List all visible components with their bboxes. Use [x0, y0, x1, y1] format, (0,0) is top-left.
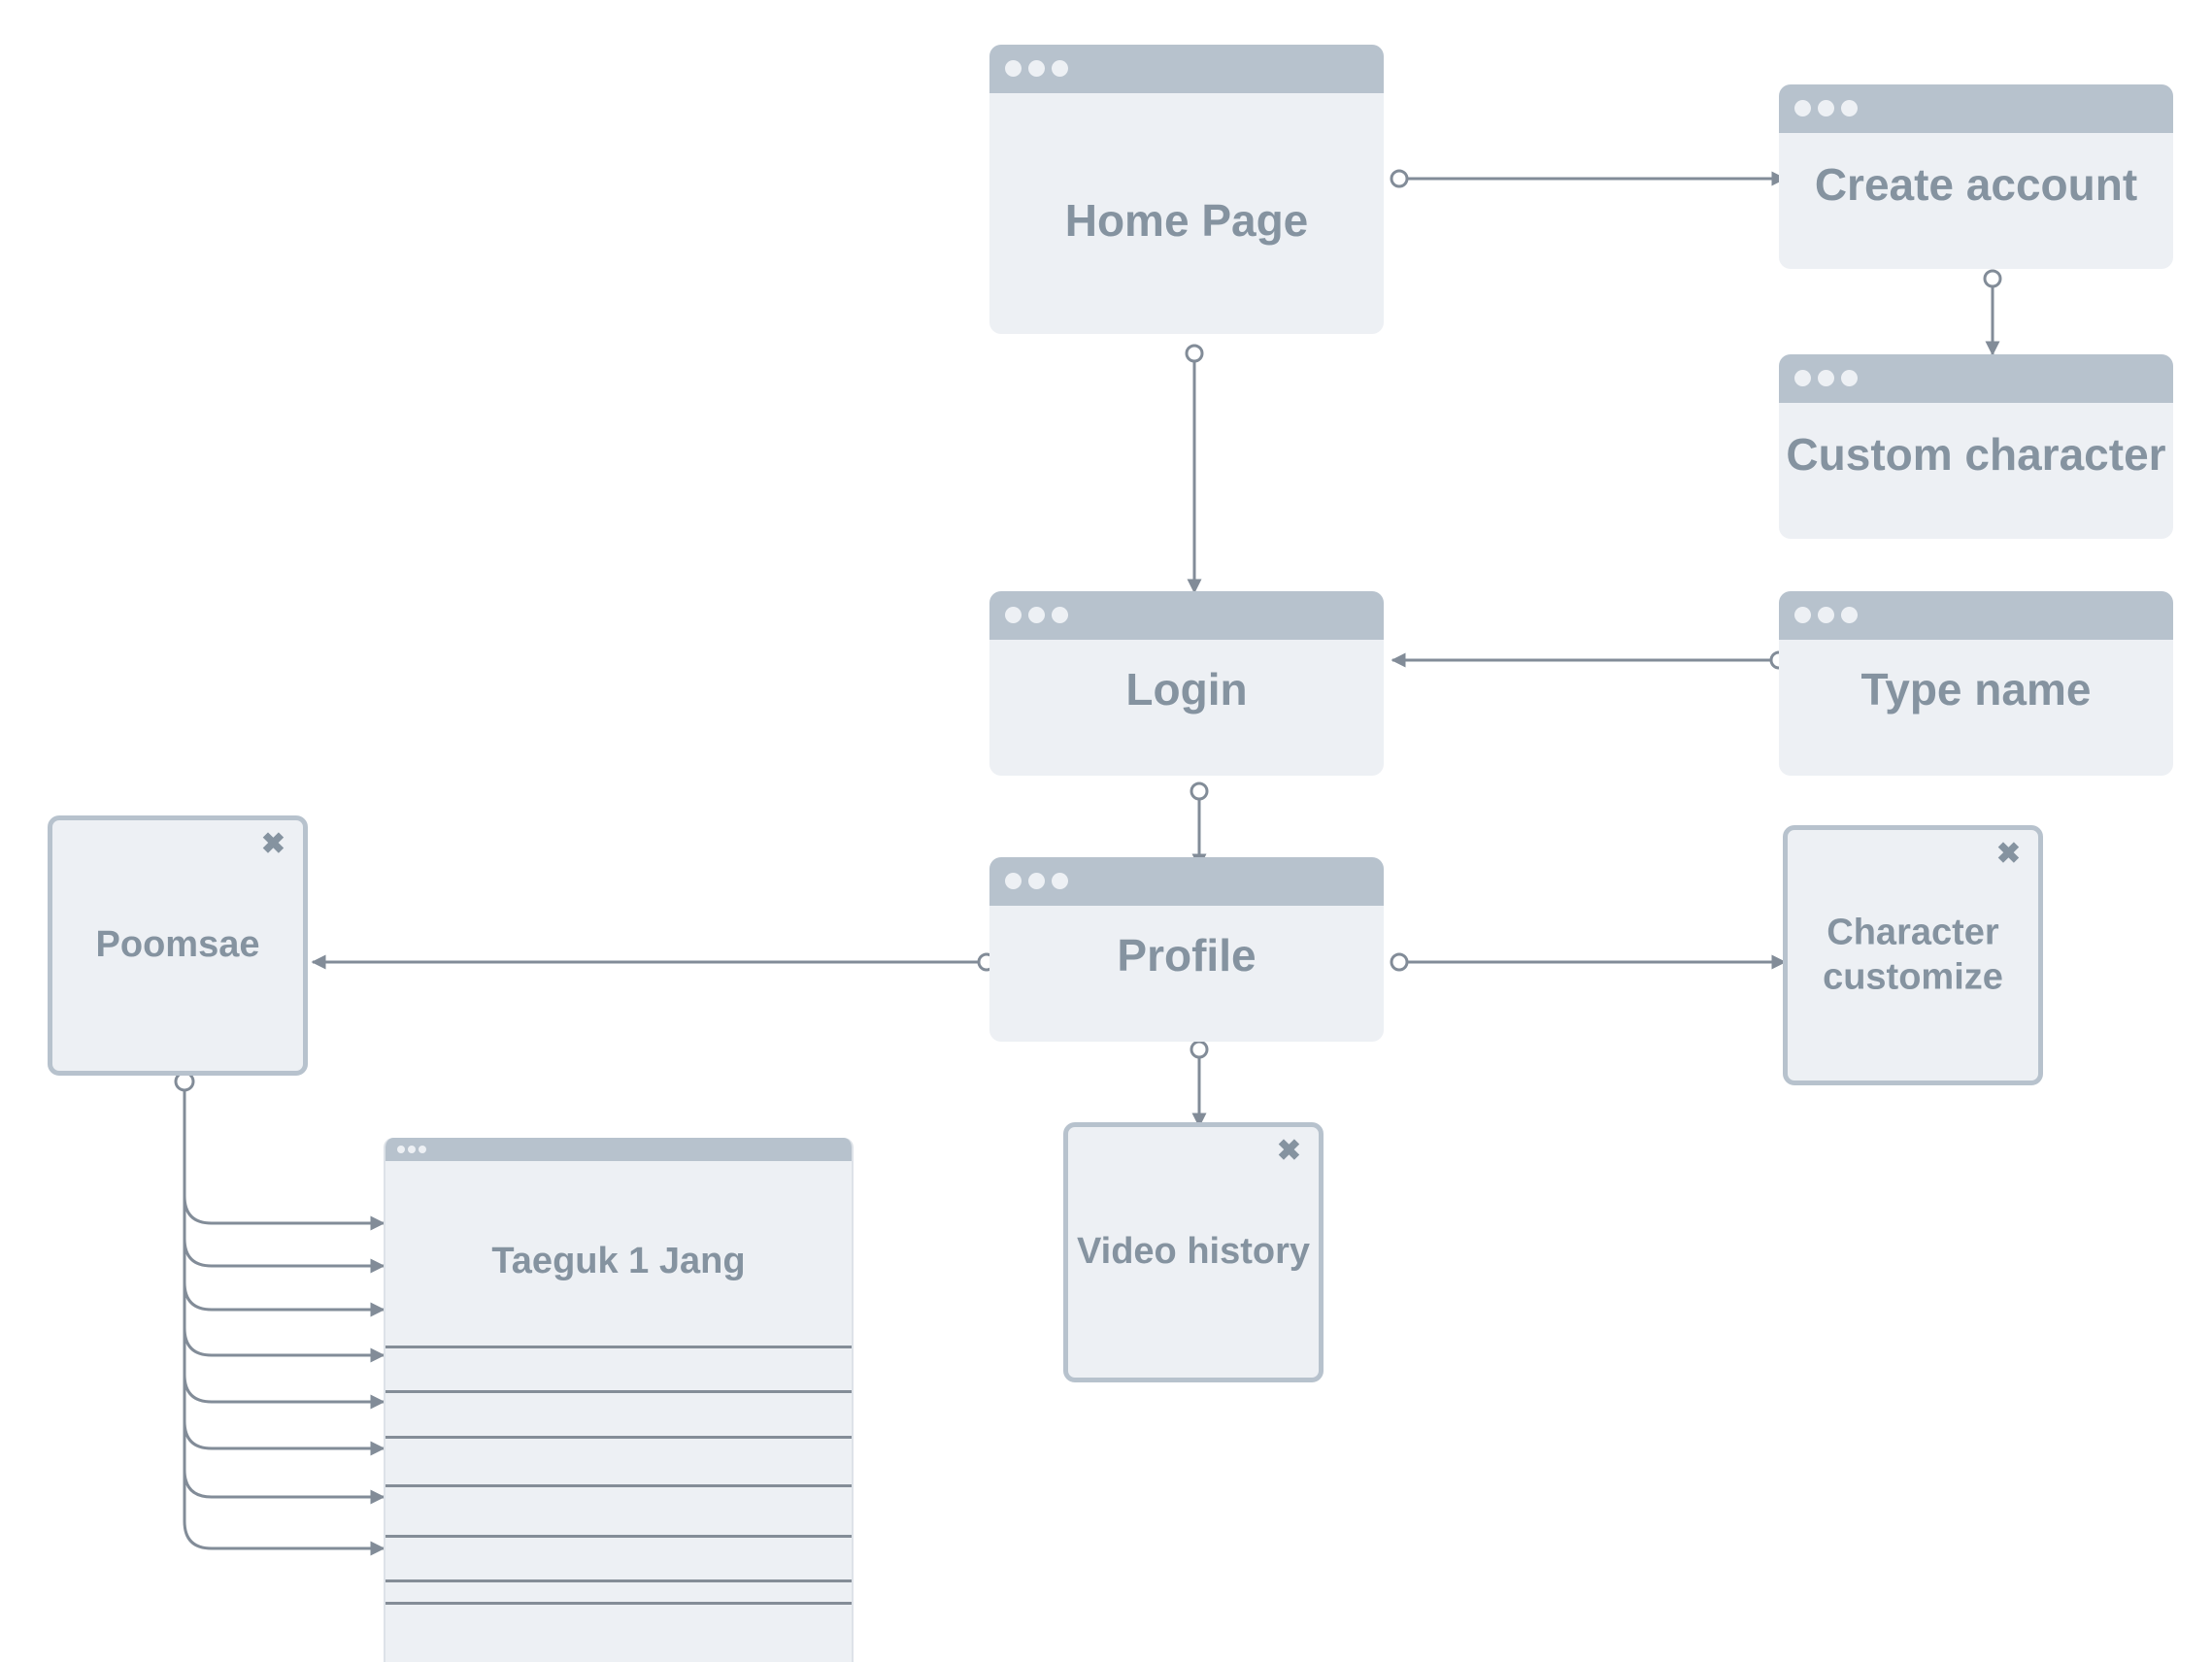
connector-start-home-right [1390, 169, 1409, 188]
window-titlebar [989, 857, 1384, 906]
screen-title: Home Page [1064, 195, 1309, 246]
screen-title: Type name [1860, 664, 2092, 715]
window-dot-icon [419, 1146, 426, 1153]
screen-custom-character[interactable]: Custom character [1779, 354, 2173, 539]
window-dot-icon [1005, 873, 1022, 889]
window-dot-icon [1028, 873, 1045, 889]
screen-title: Custom character [1786, 429, 2166, 480]
connector-start-login-bottom [1190, 781, 1209, 801]
window-titlebar [1779, 354, 2173, 403]
window-dot-icon [1794, 100, 1811, 116]
screen-title: Login [1125, 664, 1248, 715]
window-titlebar [1779, 84, 2173, 133]
list-row-divider [385, 1484, 852, 1487]
dialog-character-customize[interactable]: ✖ Character customize [1783, 825, 2043, 1085]
screen-title: Create account [1814, 159, 2138, 210]
list-row-divider [385, 1390, 852, 1393]
window-dot-icon [1841, 607, 1858, 623]
window-titlebar [1779, 591, 2173, 640]
connector-poomsae-to-list-7 [183, 1087, 385, 1505]
list-row-divider [385, 1579, 852, 1582]
screen-login[interactable]: Login [989, 591, 1384, 776]
connector-poomsae-to-list-2 [183, 1087, 385, 1274]
screen-home-page[interactable]: Home Page [989, 45, 1384, 334]
window-dot-icon [1028, 607, 1045, 623]
connector-start-profile-bottom [1190, 1040, 1209, 1059]
window-dot-icon [1005, 607, 1022, 623]
screen-type-name[interactable]: Type name [1779, 591, 2173, 776]
window-dot-icon [1028, 60, 1045, 77]
screen-profile[interactable]: Profile [989, 857, 1384, 1042]
screen-create-account[interactable]: Create account [1779, 84, 2173, 269]
connector-start-create-account-bottom [1983, 269, 2002, 288]
window-titlebar [385, 1138, 852, 1161]
connector-poomsae-to-list-4 [183, 1087, 385, 1363]
list-row-divider [385, 1346, 852, 1348]
dialog-poomsae[interactable]: ✖ Poomsae [48, 815, 308, 1076]
window-dot-icon [1005, 60, 1022, 77]
connector-start-home-bottom [1185, 344, 1204, 363]
list-row-divider [385, 1602, 852, 1605]
window-dot-icon [1794, 607, 1811, 623]
window-titlebar [989, 591, 1384, 640]
connector-poomsae-to-list-8 [183, 1087, 385, 1556]
close-icon[interactable]: ✖ [1995, 838, 2021, 870]
connector-poomsae-to-list-6 [183, 1087, 385, 1456]
connector-poomsae-to-list-1 [183, 1087, 385, 1231]
window-dot-icon [1052, 60, 1068, 77]
list-title: Taeguk 1 Jang [491, 1241, 746, 1281]
close-icon[interactable]: ✖ [260, 828, 285, 860]
connector-poomsae-to-list-3 [183, 1087, 385, 1317]
screen-title: Profile [1117, 930, 1257, 981]
window-dot-icon [1052, 873, 1068, 889]
connector-start-profile-right [1390, 952, 1409, 972]
window-dot-icon [1841, 370, 1858, 386]
window-dot-icon [408, 1146, 416, 1153]
window-dot-icon [1841, 100, 1858, 116]
window-dot-icon [1818, 100, 1834, 116]
dialog-video-history[interactable]: ✖ Video history [1063, 1122, 1324, 1382]
window-dot-icon [1818, 607, 1834, 623]
list-row-divider [385, 1535, 852, 1538]
list-row-divider [385, 1436, 852, 1439]
window-dot-icon [397, 1146, 405, 1153]
dialog-title: Poomsae [95, 924, 260, 966]
close-icon[interactable]: ✖ [1276, 1135, 1301, 1167]
window-dot-icon [1794, 370, 1811, 386]
window-dot-icon [1052, 607, 1068, 623]
window-titlebar [989, 45, 1384, 93]
list-taeguk[interactable]: Taeguk 1 Jang [384, 1138, 854, 1662]
window-dot-icon [1818, 370, 1834, 386]
dialog-title: Video history [1076, 1231, 1311, 1273]
dialog-title: Character customize [1823, 912, 2003, 997]
